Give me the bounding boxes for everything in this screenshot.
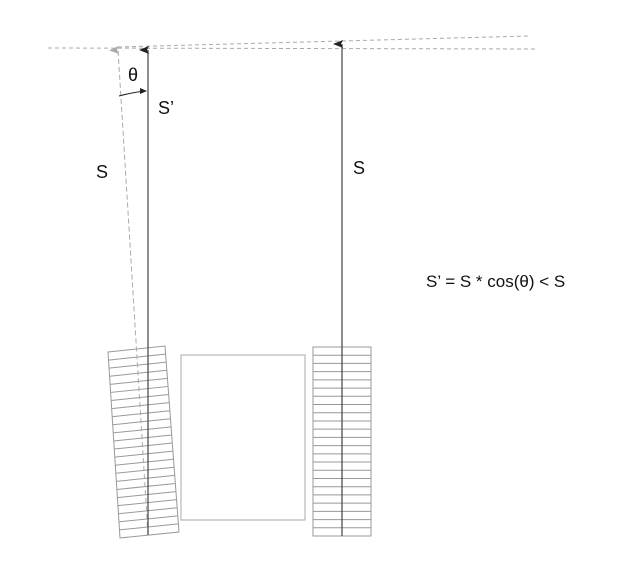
horizontal-reference-line bbox=[47, 47, 538, 50]
track-row-divider bbox=[115, 458, 174, 466]
track-row-divider bbox=[112, 410, 170, 418]
robot-body bbox=[180, 354, 306, 521]
track-row-divider bbox=[119, 523, 179, 531]
track-row-divider bbox=[113, 434, 172, 442]
s-right-label: S bbox=[353, 158, 366, 178]
track-row-divider bbox=[116, 474, 175, 482]
s-left-label: S bbox=[96, 162, 109, 182]
tilted-vector-s bbox=[109, 45, 149, 536]
track-row-divider bbox=[112, 418, 171, 426]
track-row-divider bbox=[113, 426, 172, 434]
track-row-divider bbox=[114, 450, 173, 458]
track-row-divider bbox=[115, 466, 175, 474]
equation-label: S’ = S * cos(θ) < S bbox=[426, 272, 566, 291]
track-row-divider bbox=[117, 491, 177, 499]
tilted-reference-line bbox=[117, 35, 529, 48]
track-row-divider bbox=[114, 442, 173, 450]
theta-arc-arrowhead bbox=[140, 88, 147, 94]
track-row-divider bbox=[117, 499, 177, 507]
track-row-divider bbox=[116, 482, 176, 490]
theta-label: θ bbox=[128, 65, 139, 85]
left-tilted-track bbox=[107, 345, 180, 539]
s-prime-label: S’ bbox=[158, 98, 175, 118]
